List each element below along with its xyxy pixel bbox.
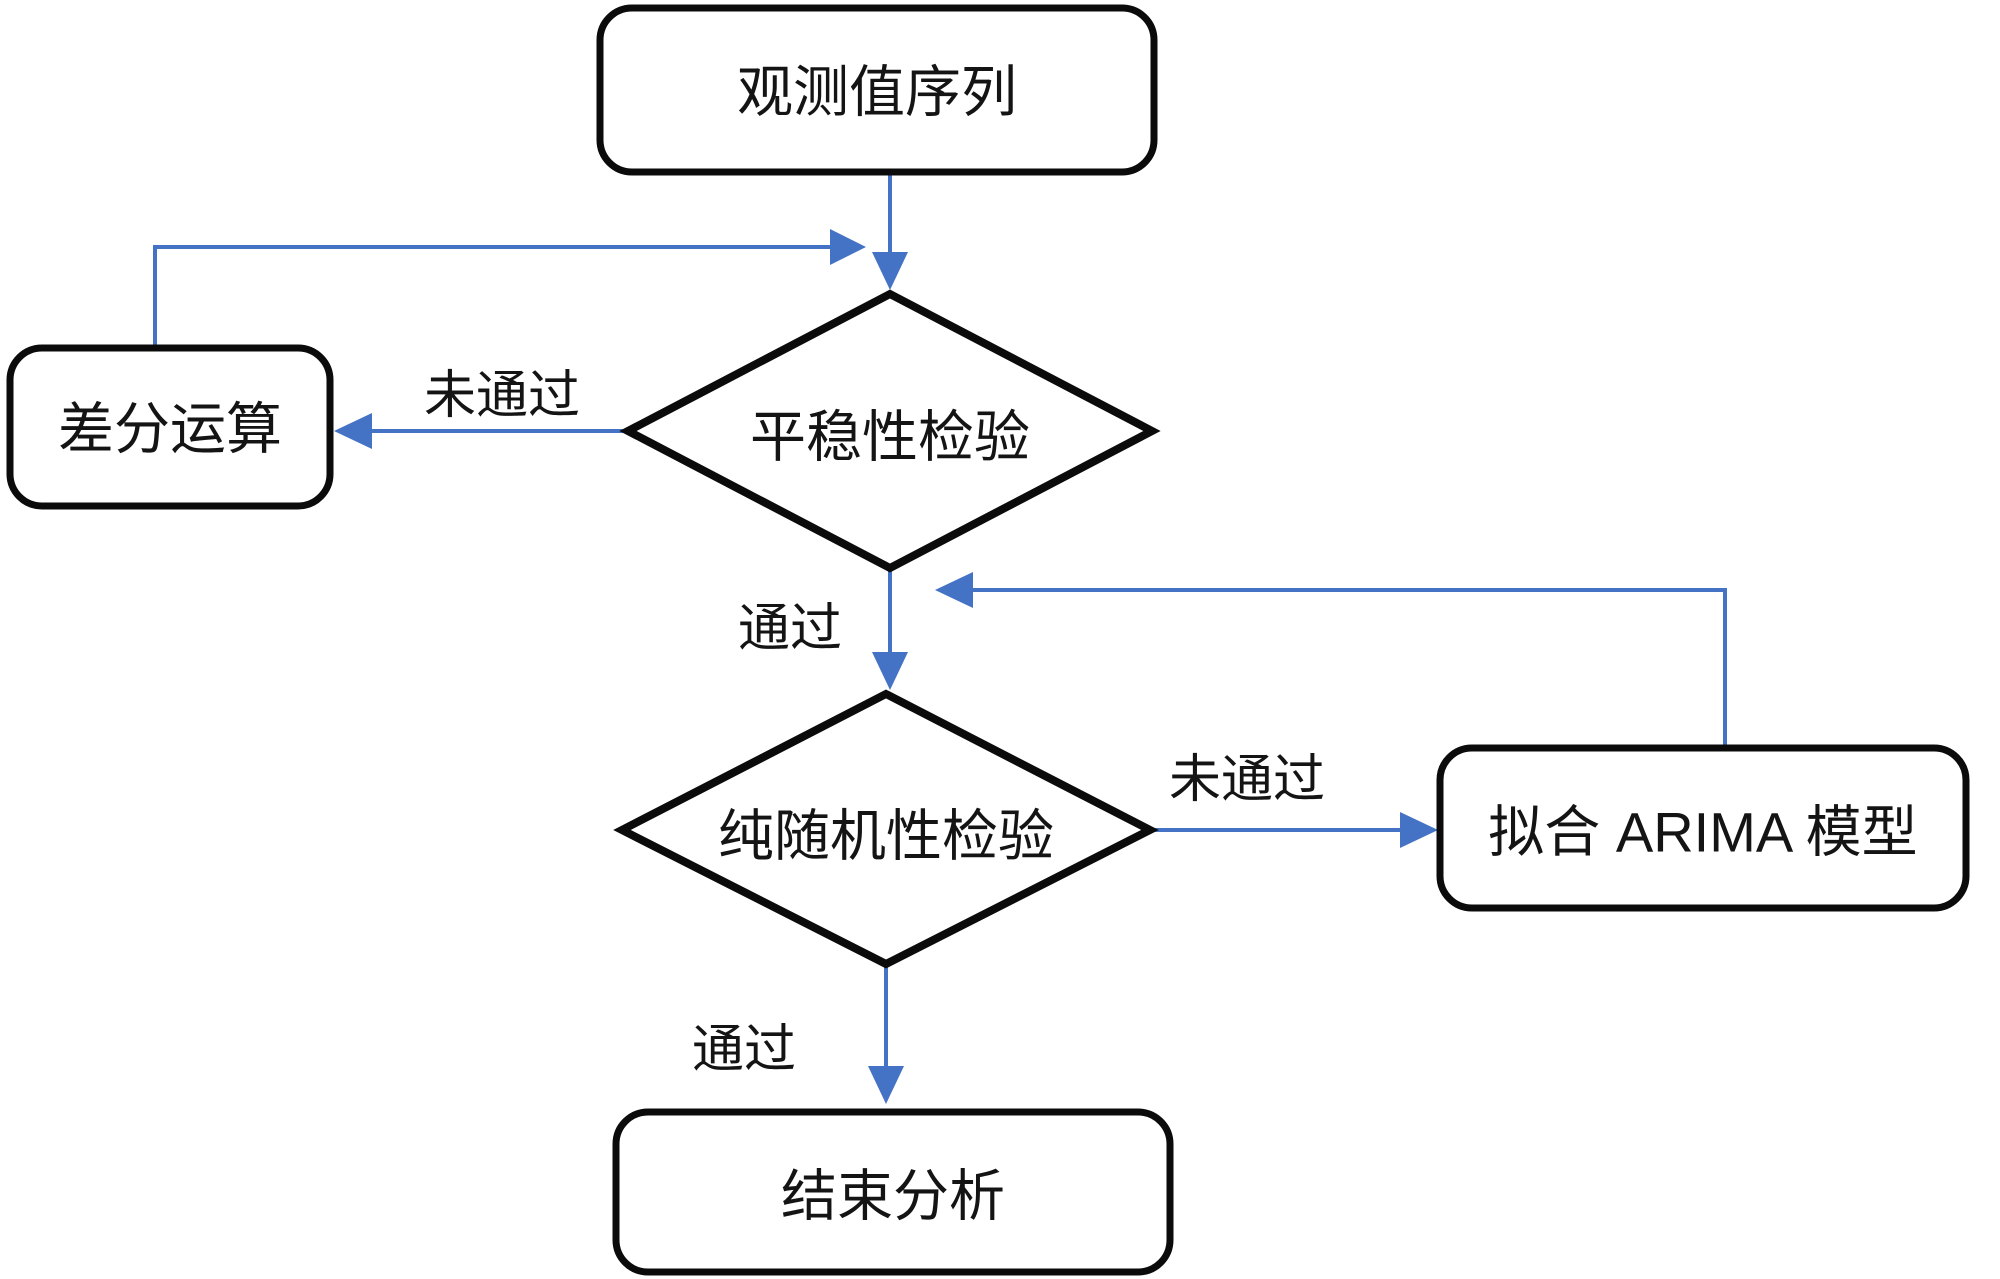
- node-randomness-test: 纯随机性检验: [613, 689, 1159, 969]
- node-observed-series: 观测值序列: [596, 4, 1158, 176]
- stationarity-test-diamond: [619, 289, 1161, 573]
- end-analysis-label: 结束分析: [781, 1165, 1005, 1228]
- stationarity-test-label: 平稳性检验: [750, 406, 1030, 469]
- edge-stationarity-fail: [334, 413, 628, 449]
- edge-differencing-feedback: [153, 229, 866, 348]
- node-differencing: 差分运算: [6, 344, 334, 510]
- edge-label-stationarity-fail: 未通过: [424, 367, 580, 425]
- end-analysis-box: [612, 1108, 1174, 1276]
- edge-arima-feedback: [935, 572, 1727, 748]
- randomness-test-label: 纯随机性检验: [718, 805, 1054, 868]
- edge-randomness-fail: [1150, 812, 1438, 848]
- edge-observed-to-stationarity: [872, 174, 908, 290]
- edge-label-randomness-pass: 通过: [692, 1021, 796, 1079]
- differencing-box: [6, 344, 334, 510]
- arrow-down-icon: [872, 652, 908, 690]
- node-end-analysis: 结束分析: [612, 1108, 1174, 1276]
- edge-label-stationarity-pass: 通过: [738, 600, 842, 658]
- node-fit-arima: 拟合 ARIMA 模型: [1436, 744, 1970, 912]
- observed-series-label: 观测值序列: [737, 61, 1017, 124]
- arrow-left-icon: [935, 572, 973, 608]
- node-stationarity-test: 平稳性检验: [619, 289, 1161, 573]
- arrow-down-icon: [868, 1066, 904, 1104]
- edge-randomness-pass: [868, 964, 904, 1104]
- arrow-down-icon: [872, 252, 908, 290]
- edge-stationarity-pass: [872, 568, 908, 690]
- arrow-left-icon: [334, 413, 372, 449]
- fit-arima-label: 拟合 ARIMA 模型: [1488, 801, 1917, 864]
- edge-arima-feedback-line: [973, 588, 1727, 748]
- edge-label-randomness-fail: 未通过: [1169, 751, 1325, 809]
- fit-arima-box: [1436, 744, 1970, 912]
- randomness-test-diamond: [613, 689, 1159, 969]
- arrow-right-icon: [830, 229, 866, 265]
- observed-series-box: [596, 4, 1158, 176]
- differencing-label: 差分运算: [58, 398, 282, 461]
- edge-differencing-feedback-line: [153, 245, 830, 348]
- arrow-right-icon: [1400, 812, 1438, 848]
